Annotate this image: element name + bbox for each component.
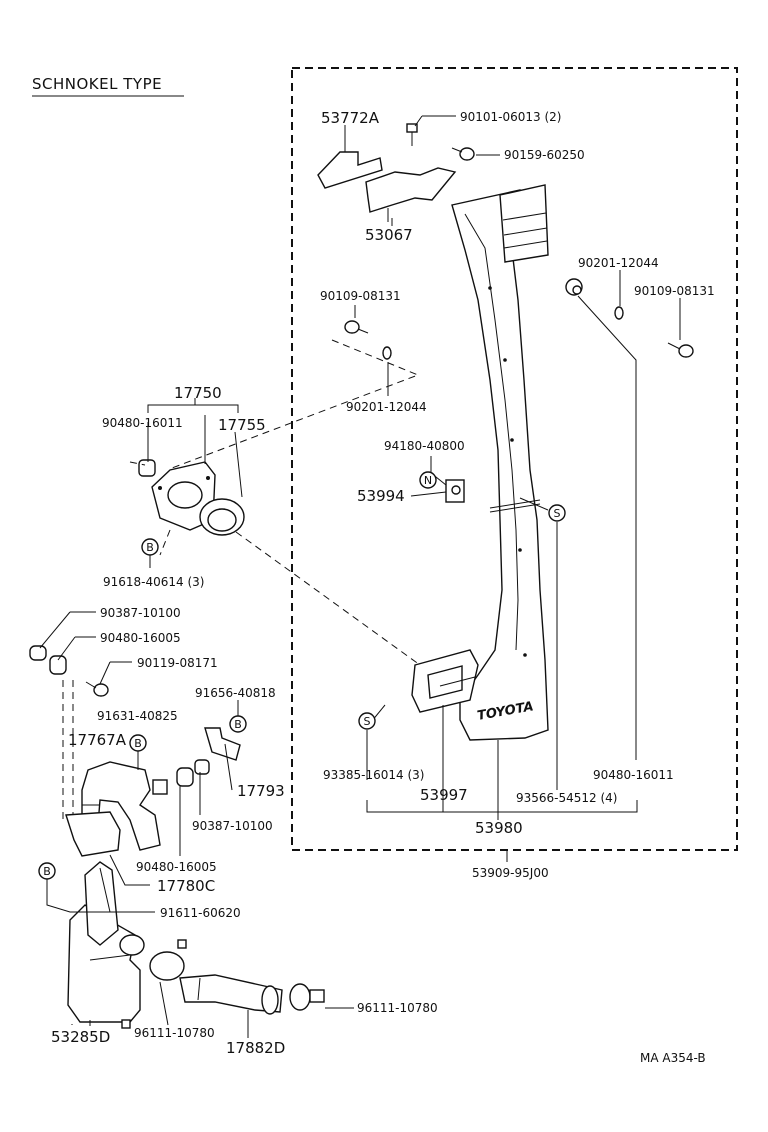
label-17882d: 17882D [226,1039,285,1057]
reference-code: MA A354-B [640,1051,706,1065]
bolt-90159 [451,147,475,161]
marker-s-left: S [358,712,376,730]
label-91631: 91631-40825 [97,709,178,723]
label-90480-16005-top: 90480-16005 [100,631,181,645]
clip-90387-top [29,645,47,661]
bolt-90109-right [667,342,694,358]
label-93566: 93566-54512 (4) [516,791,618,805]
svg-text:B: B [43,865,51,878]
leader-dashed-upper [171,339,420,469]
washer-90201-left [382,346,392,360]
marker-s-right: S [548,504,566,522]
washer-right [614,306,624,320]
clip-90387-mid [194,759,210,775]
svg-text:B: B [234,718,242,731]
grommet-17755 [199,498,245,536]
marker-n: N [419,471,437,489]
label-17755: 17755 [218,416,266,434]
clamp-96111-right [289,983,325,1011]
label-90387-mid: 90387-10100 [192,819,273,833]
snorkel-body: TOYOTA [451,184,549,741]
label-17750: 17750 [174,384,222,402]
label-90101: 90101-06013 (2) [460,110,562,124]
label-96111-left: 96111-10780 [134,1026,215,1040]
label-90201-left: 90201-12044 [346,400,427,414]
label-17793: 17793 [237,782,285,800]
leader-dashed-lower [235,531,421,666]
snorkel-assembly-boundary [291,67,738,851]
leader-lines [39,115,681,1038]
svg-text:B: B [134,737,142,750]
nut-90201-right [565,278,583,296]
label-91611: 91611-60620 [160,906,241,920]
label-90480-16011-right: 90480-16011 [593,768,674,782]
leader-90480-right [577,295,637,760]
clamp-small [152,779,168,795]
svg-text:N: N [424,474,432,487]
bracket-17793 [204,727,241,761]
label-93385: 93385-16014 (3) [323,768,425,782]
marker-b-upper: B [141,538,159,556]
air-cleaner-case-53285d [67,861,145,1029]
label-17780c: 17780C [157,877,215,895]
adapter-17750 [151,461,216,531]
clip-53994 [445,479,465,503]
label-91618: 91618-40614 (3) [103,575,205,589]
marker-b-lower: B [38,862,56,880]
label-90109-right: 90109-08131 [634,284,715,298]
leader-dash-nut [129,461,146,466]
label-90480-16011-left: 90480-16011 [102,416,183,430]
marker-b-91656: B [229,715,247,733]
leader-dash-b [159,529,171,556]
marker-b-91631: B [129,734,147,752]
label-17767a: 17767A [68,731,127,749]
clamp-96111-left [149,939,187,981]
label-53909: 53909-95J00 [472,866,549,880]
label-53067: 53067 [365,226,413,244]
label-53772a: 53772A [321,109,380,127]
label-53980: 53980 [475,819,523,837]
label-90159: 90159-60250 [504,148,585,162]
label-90119: 90119-08171 [137,656,218,670]
nut-90480-16005-top [49,655,67,675]
bracket-53772a [317,151,383,189]
nut-90480-16005-mid [176,767,194,787]
diagram-title: SCHNOKEL TYPE [32,75,162,93]
label-90480-16005-mid: 90480-16005 [136,860,217,874]
svg-text:S: S [364,715,371,728]
label-94180: 94180-40800 [384,439,465,453]
bracket-53067 [365,167,457,222]
svg-text:S: S [554,507,561,520]
label-91656: 91656-40818 [195,686,276,700]
bracket-17780c [65,811,121,857]
label-96111-right: 96111-10780 [357,1001,438,1015]
nut-90480-left [138,459,156,477]
label-90387-top: 90387-10100 [100,606,181,620]
bolt-90119 [85,681,109,697]
bolt-90101 [406,123,418,146]
label-53997: 53997 [420,786,468,804]
hose-17882d [179,974,283,1015]
svg-text:B: B [146,541,154,554]
bolt-90109-left [344,320,369,334]
label-53285d: 53285D [51,1028,110,1046]
label-90201-right: 90201-12044 [578,256,659,270]
snorkel-base-plate [411,649,479,713]
label-53994: 53994 [357,487,405,505]
label-90109-left: 90109-08131 [320,289,401,303]
